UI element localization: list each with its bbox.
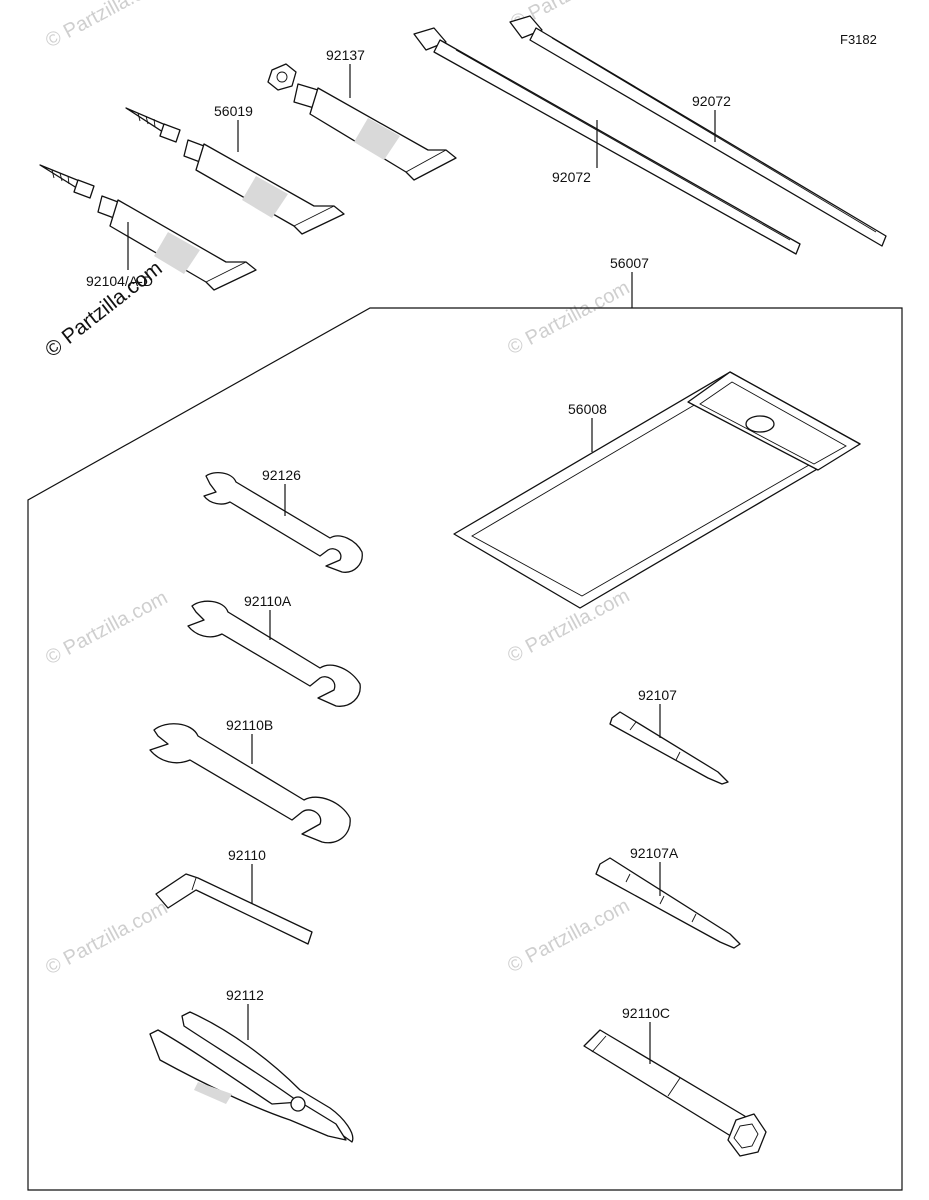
screwdriver-92107A [595,857,741,949]
tube-92104 [39,164,257,291]
leader-lines [127,64,716,1064]
hex-key-92110 [155,873,313,945]
diagram-code: F3182 [840,32,877,47]
part-label-56019: 56019 [214,103,253,119]
part-label-92104: 92104/A-D [86,273,153,289]
part-label-92112: 92112 [226,987,264,1003]
watermark: © Partzilla.com [42,0,171,52]
wrench-92110A [187,600,361,707]
tool-bag-56008 [453,371,861,609]
watermark: © Partzilla.com [42,587,171,670]
tube-56019 [125,107,345,235]
toolkit-outline [27,307,903,1191]
cable-tie-lower [413,27,801,255]
cable-tie-upper [509,15,887,247]
plug-wrench-92110C [583,1029,767,1157]
part-label-92107: 92107 [638,687,677,703]
part-label-56008: 56008 [568,401,607,417]
wrench-92110B [149,723,351,844]
part-label-92110C: 92110C [622,1005,670,1021]
watermark: © Partzilla.com [42,897,171,980]
tube-92137 [267,63,457,181]
part-label-92072-upper: 92072 [692,93,731,109]
part-label-92072-lower: 92072 [552,169,591,185]
part-label-92110: 92110 [228,847,266,863]
part-label-56007: 56007 [610,255,649,271]
watermark: © Partzilla.com [504,895,633,978]
part-label-92137: 92137 [326,47,365,63]
watermark: © Partzilla.com [504,277,633,360]
pliers-92112 [149,1011,354,1143]
part-label-92107A: 92107A [630,845,679,861]
screwdriver-92107 [609,711,729,785]
wrench-92126 [203,471,363,573]
part-label-92110B: 92110B [226,717,273,733]
part-label-92126: 92126 [262,467,301,483]
part-label-92110A: 92110A [244,593,292,609]
part-labels: 92137 56019 92104/A-D 92072 92072 56007 … [86,47,731,1021]
